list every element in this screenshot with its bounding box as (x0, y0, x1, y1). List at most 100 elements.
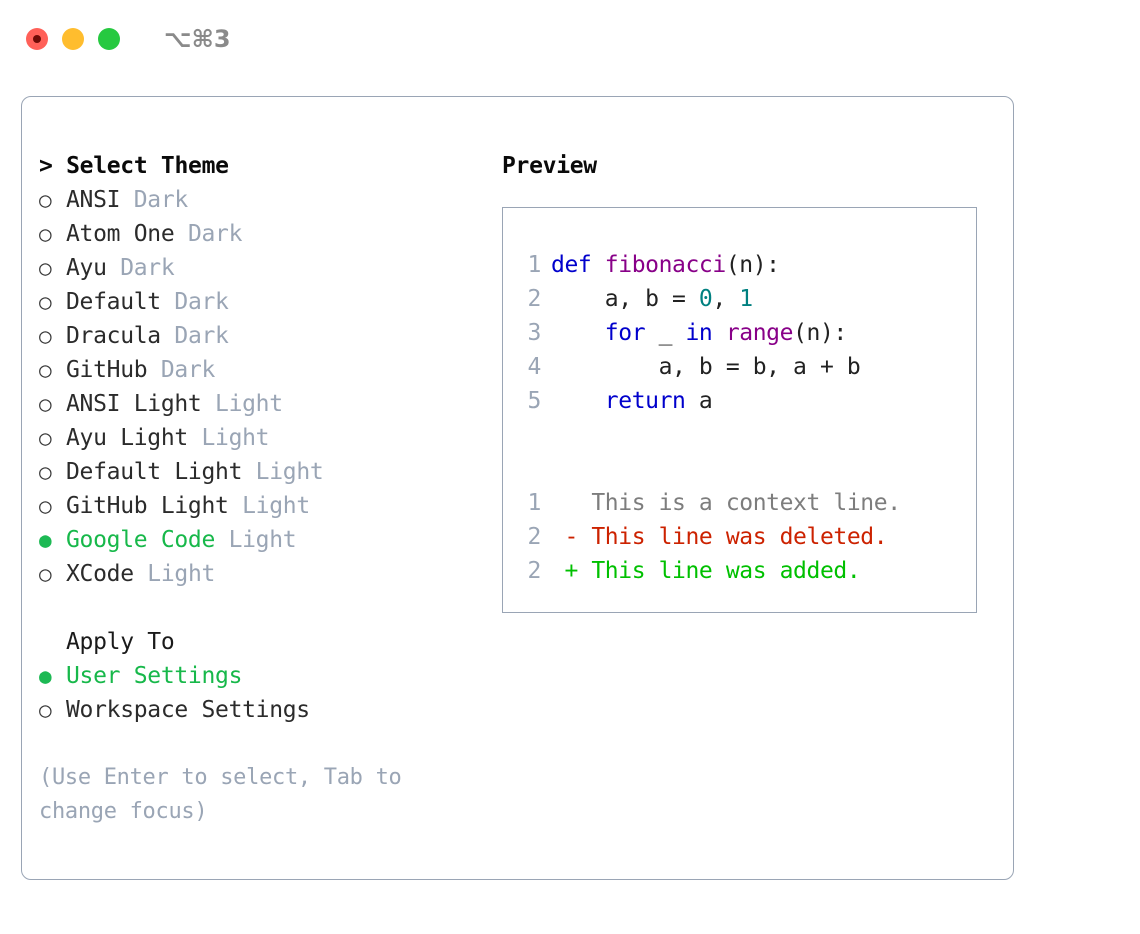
theme-option-default[interactable]: ○Default Dark (39, 285, 492, 319)
radio-unselected-icon: ○ (39, 698, 52, 722)
radio-unselected-icon: ○ (39, 460, 52, 484)
code-line: 1 def fibonacci(n): (503, 248, 976, 282)
theme-option-label: GitHub Light (66, 493, 229, 519)
diff-marker: + (551, 558, 578, 584)
maximize-window-icon[interactable] (98, 28, 120, 50)
code-token-pl (712, 320, 725, 346)
code-token-pl: a, b = (551, 286, 699, 312)
theme-option-label: ANSI Light (66, 391, 202, 417)
line-number: 3 (527, 320, 542, 346)
code-token-kw: in (685, 320, 713, 346)
radio-selected-icon: ● (39, 528, 52, 552)
select-theme-heading: > Select Theme (39, 153, 229, 179)
theme-option-google-code[interactable]: ● Google Code Light (39, 523, 492, 557)
diff-line-ctx: 1 This is a context line. (503, 486, 976, 520)
radio-unselected-icon: ○ (39, 426, 52, 450)
theme-option-label: Default Light (66, 459, 243, 485)
code-token-pl: (n): (793, 320, 847, 346)
code-token-fn: fibonacci (604, 252, 726, 278)
radio-unselected-icon: ○ (39, 494, 52, 518)
code-line-content: return a (551, 384, 713, 418)
theme-option-label: Ayu (66, 255, 107, 281)
theme-option-label: Default (66, 289, 161, 315)
line-number: 1 (527, 490, 542, 516)
theme-option-label: GitHub (66, 357, 148, 383)
code-token-num: 0 (698, 286, 713, 312)
theme-option-kind-badge: Light (201, 391, 283, 417)
close-window-icon[interactable] (26, 28, 48, 50)
theme-option-github[interactable]: ○ GitHub Dark (39, 353, 492, 387)
code-token-pl: a, b = b, a + b (551, 354, 861, 380)
diff-line-content: This line was added. (577, 558, 861, 584)
code-token-fn: range (725, 320, 794, 346)
theme-option-label: Dracula (66, 323, 161, 349)
line-number: 2 (527, 558, 542, 584)
apply-to-heading: Apply To (66, 629, 175, 655)
code-token-kw: for (604, 320, 646, 346)
theme-option-dracula[interactable]: ○Dracula Dark (39, 319, 492, 353)
traffic-light-buttons (26, 28, 120, 50)
radio-unselected-icon: ○ (39, 392, 52, 416)
theme-option-kind-badge: Dark (147, 357, 216, 383)
diff-line-content: This is a context line. (577, 490, 901, 516)
theme-option-kind-badge: Dark (174, 221, 243, 247)
theme-option-label: Ayu Light (66, 425, 188, 451)
code-token-num: 1 (739, 286, 753, 312)
theme-option-label: Atom One (66, 221, 175, 247)
radio-unselected-icon: ○ (39, 358, 52, 382)
code-line: 4 a, b = b, a + b (503, 350, 976, 384)
code-token-kw: return (604, 388, 686, 414)
line-number: 1 (527, 252, 542, 278)
keyboard-hint-text: (Use Enter to select, Tab to change focu… (39, 765, 402, 824)
theme-option-xcode[interactable]: ○XCode Light (39, 557, 492, 591)
minimize-window-icon[interactable] (62, 28, 84, 50)
theme-option-kind-badge: Light (242, 459, 324, 485)
theme-option-kind-badge: Light (133, 561, 216, 587)
diff-sample: 1 This is a context line. 2 - This line w… (503, 486, 976, 588)
apply-to-list[interactable]: ●User Settings ○ Workspace Settings (39, 659, 492, 727)
theme-option-kind-badge: Light (215, 527, 297, 553)
diff-marker: - (551, 524, 578, 550)
code-token-pl (551, 388, 605, 414)
theme-option-ayu-light[interactable]: ○ Ayu Light Light (39, 421, 492, 455)
title-bar: ⌥⌘3 (0, 0, 1140, 78)
theme-option-label: Google Code (66, 527, 216, 553)
apply-to-option-label: Workspace Settings (66, 697, 310, 723)
apply-to-option-user-settings[interactable]: ●User Settings (39, 659, 492, 693)
theme-option-kind-badge: Dark (120, 187, 189, 213)
theme-list[interactable]: ○ANSI Dark○Atom One Dark○Ayu Dark○Defaul… (39, 183, 492, 591)
code-token-pl: , (712, 286, 740, 312)
line-number: 5 (527, 388, 542, 414)
code-token-pl (551, 320, 605, 346)
radio-unselected-icon: ○ (39, 256, 52, 280)
preview-heading: Preview (502, 153, 597, 179)
theme-option-ansi-light[interactable]: ○ ANSI Light Light (39, 387, 492, 421)
code-line-content: a, b = b, a + b (551, 350, 861, 384)
theme-list-column: > Select Theme ○ANSI Dark○Atom One Dark○… (22, 97, 492, 879)
line-number: 2 (527, 524, 542, 550)
line-number: 4 (527, 354, 542, 380)
radio-unselected-icon: ○ (39, 562, 52, 586)
theme-option-label: ANSI (66, 187, 121, 213)
list-spacer (39, 591, 492, 625)
code-token-pl: a (685, 388, 713, 414)
theme-picker-panel: > Select Theme ○ANSI Dark○Atom One Dark○… (21, 96, 1014, 880)
code-token-pl: (n): (725, 252, 780, 278)
diff-marker (551, 486, 578, 520)
theme-option-kind-badge: Dark (160, 323, 229, 349)
diff-line-add: 2 + This line was added. (503, 554, 976, 588)
theme-option-ansi[interactable]: ○ANSI Dark (39, 183, 492, 217)
theme-option-ayu[interactable]: ○Ayu Dark (39, 251, 492, 285)
theme-option-kind-badge: Light (228, 493, 310, 519)
theme-option-atom-one[interactable]: ○Atom One Dark (39, 217, 492, 251)
code-line: 2 a, b = 0, 1 (503, 282, 976, 316)
theme-option-default-light[interactable]: ○ Default Light Light (39, 455, 492, 489)
theme-option-kind-badge: Light (187, 425, 270, 451)
code-line: 3 for _ in range(n): (503, 316, 976, 350)
theme-option-github-light[interactable]: ○ GitHub Light Light (39, 489, 492, 523)
apply-to-option-workspace-settings[interactable]: ○ Workspace Settings (39, 693, 492, 727)
code-diff-separator-2 (503, 452, 976, 486)
code-token-kw: def (551, 252, 605, 278)
